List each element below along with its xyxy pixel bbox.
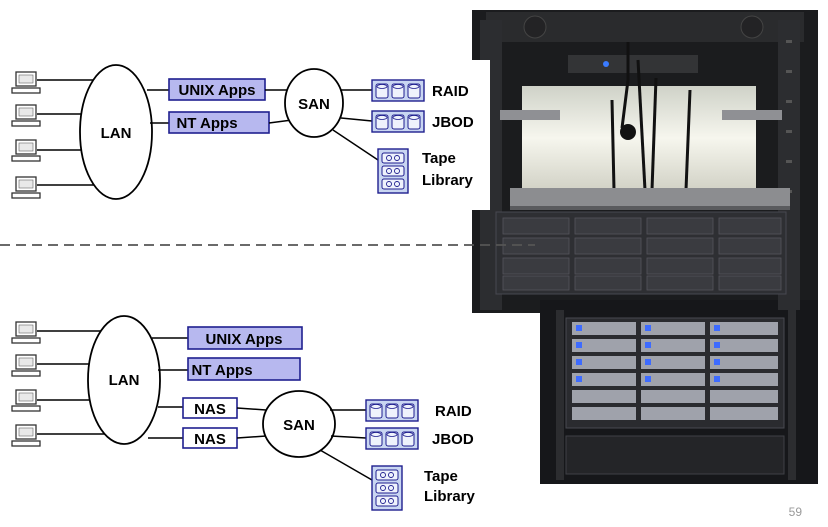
disk-array-icon xyxy=(365,427,419,450)
unix-apps-box xyxy=(187,326,303,350)
lan-cloud xyxy=(87,315,161,445)
disk-array-icon xyxy=(365,399,419,422)
page-number: 59 xyxy=(788,505,802,519)
computer-icon xyxy=(11,71,41,94)
library-label: Library xyxy=(424,488,476,505)
lan-label: LAN xyxy=(109,372,140,389)
disk-array-icon xyxy=(371,110,425,133)
tape-library-icon xyxy=(377,148,409,194)
tape-library-icon xyxy=(371,465,403,511)
nas-label: NAS xyxy=(194,431,226,448)
lan-label: LAN xyxy=(101,125,132,142)
nt-apps-box xyxy=(187,357,301,381)
tape-label: Tape xyxy=(422,150,456,167)
nt-apps-label: NT Apps xyxy=(191,362,252,379)
nt-apps-label: NT Apps xyxy=(176,115,237,132)
server-rack-photo xyxy=(472,10,818,484)
raid-label: RAID xyxy=(435,403,472,420)
unix-apps-label: UNIX Apps xyxy=(179,82,256,99)
nas-label: NAS xyxy=(194,401,226,418)
computer-icon xyxy=(11,104,41,127)
san-cloud xyxy=(262,390,336,458)
san-label: SAN xyxy=(283,417,315,434)
bottom-diagram: LAN UNIX Apps NT Apps NAS NAS SAN RAID J… xyxy=(11,315,476,511)
top-diagram: LAN UNIX Apps NT Apps SAN RAID JBOD Tape… xyxy=(0,60,490,210)
computer-icon xyxy=(11,139,41,162)
san-cloud xyxy=(284,68,344,138)
unix-apps-label: UNIX Apps xyxy=(206,331,283,348)
computer-icon xyxy=(11,389,41,412)
computer-icon xyxy=(11,354,41,377)
san-label: SAN xyxy=(298,96,330,113)
library-label: Library xyxy=(422,172,474,189)
jbod-label: JBOD xyxy=(432,431,474,448)
lan-cloud xyxy=(79,64,153,200)
computer-icon xyxy=(11,424,41,447)
tape-label: Tape xyxy=(424,468,458,485)
computer-icon xyxy=(11,321,41,344)
jbod-label: JBOD xyxy=(432,114,474,131)
computer-icon xyxy=(11,176,41,199)
raid-label: RAID xyxy=(432,83,469,100)
disk-array-icon xyxy=(371,79,425,102)
